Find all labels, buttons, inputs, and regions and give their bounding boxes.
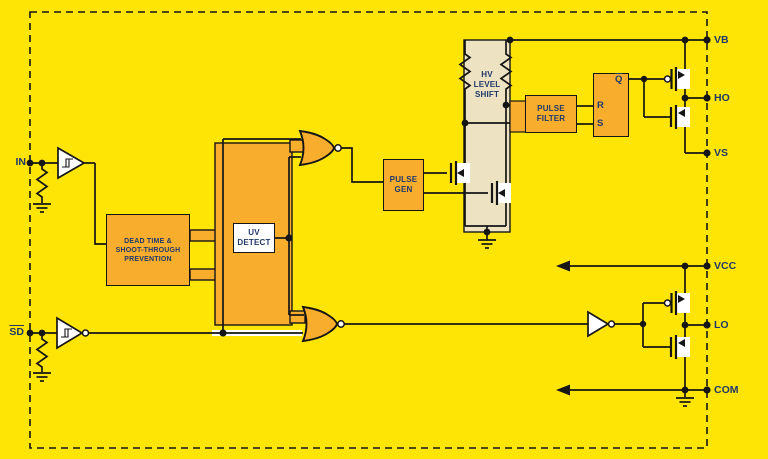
nor-gate-icon bbox=[298, 129, 345, 343]
junction-dot-icon bbox=[26, 36, 711, 394]
latch-s-label: S bbox=[597, 118, 604, 129]
pin-label-vs: VS bbox=[714, 147, 729, 159]
inverter-icon bbox=[587, 310, 616, 338]
latch-r-label: R bbox=[597, 100, 604, 111]
pin-label-com: COM bbox=[714, 384, 739, 396]
ground-icon bbox=[33, 203, 694, 407]
hv-line3: SHIFT bbox=[474, 90, 500, 99]
pulse-filter-line2: FILTER bbox=[536, 114, 566, 123]
pulse-filter-block: PULSE FILTER bbox=[525, 95, 577, 133]
rs-latch-block bbox=[593, 73, 629, 137]
mosfet-icon bbox=[663, 67, 690, 129]
resistor-icon bbox=[499, 40, 513, 226]
pulse-gen-block: PULSE GEN bbox=[383, 159, 424, 211]
pulse-filter-line1: PULSE bbox=[537, 104, 565, 113]
resistor-icon bbox=[458, 40, 472, 226]
pulse-gen-line2: GEN bbox=[394, 185, 413, 194]
hv-level-shift-label: HV LEVEL SHIFT bbox=[461, 62, 513, 108]
schmitt-inverter-icon bbox=[56, 316, 90, 350]
schmitt-buffer-icon bbox=[57, 146, 86, 180]
dead-time-block: DEAD TIME & SHOOT-THROUGH PREVENTION bbox=[106, 214, 190, 286]
latch-q-label: Q bbox=[615, 74, 623, 85]
hv-line2: LEVEL bbox=[473, 80, 501, 89]
arrow-left-icon bbox=[556, 260, 570, 396]
pin-label-in: IN bbox=[15, 156, 27, 168]
hv-line1: HV bbox=[481, 70, 493, 79]
mosfet-icon bbox=[449, 161, 511, 205]
resistor-icon bbox=[35, 163, 49, 203]
pin-label-vb: VB bbox=[714, 34, 729, 46]
uv-detect-line2: DETECT bbox=[237, 238, 271, 247]
mosfet-icon bbox=[663, 291, 690, 359]
pin-label-vcc: VCC bbox=[714, 260, 737, 272]
pin-label-sd: SD bbox=[9, 326, 24, 338]
dead-time-line2: SHOOT-THROUGH bbox=[115, 246, 181, 254]
resistor-icon bbox=[35, 333, 49, 372]
uv-detect-block: UV DETECT bbox=[233, 223, 275, 253]
dead-time-line1: DEAD TIME & bbox=[124, 237, 172, 245]
pin-label-lo: LO bbox=[714, 319, 729, 331]
pulse-gen-line1: PULSE bbox=[389, 175, 418, 184]
ic-boundary bbox=[29, 11, 708, 449]
pin-label-ho: HO bbox=[714, 92, 730, 104]
dead-time-line3: PREVENTION bbox=[124, 255, 172, 263]
uv-detect-line1: UV bbox=[248, 228, 260, 237]
